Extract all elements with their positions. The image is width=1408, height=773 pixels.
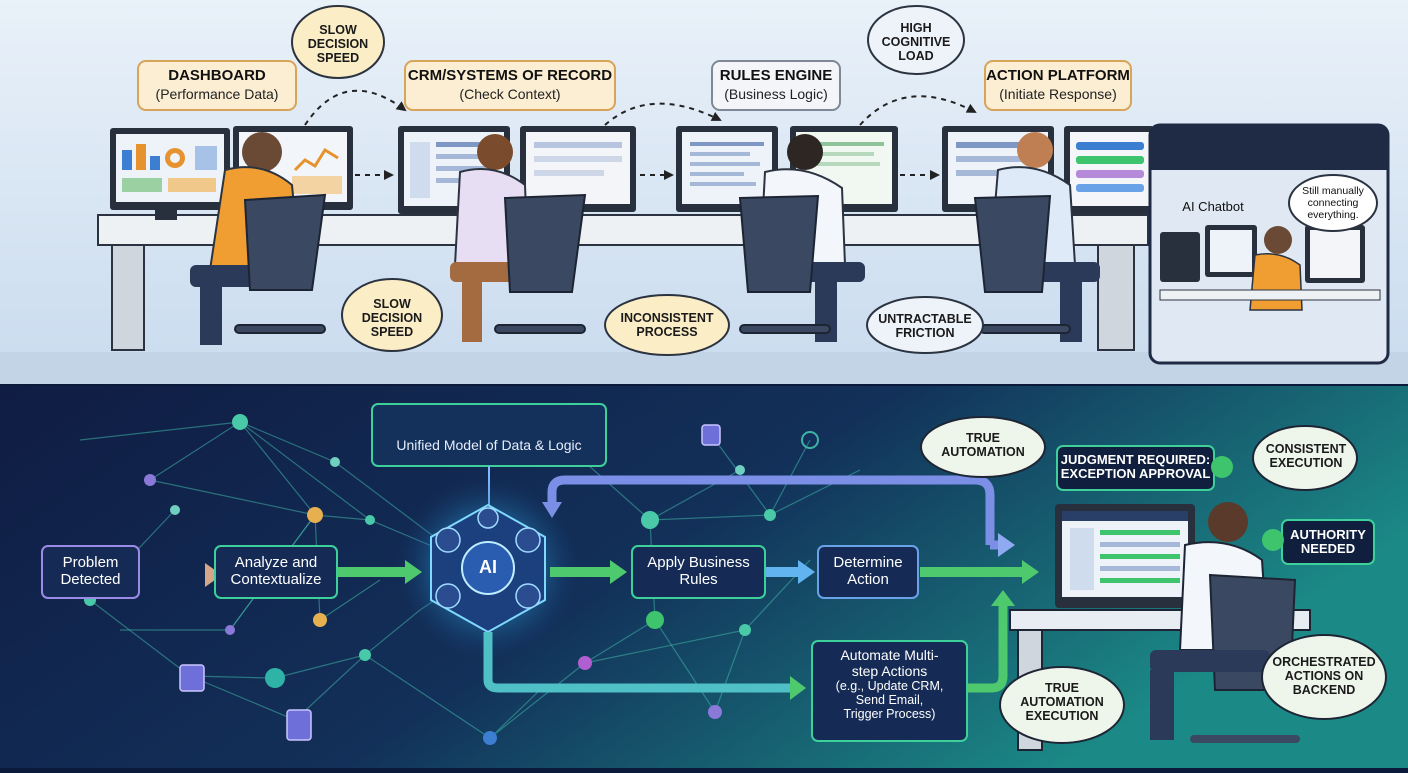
ai-core-label: AI — [462, 557, 514, 577]
desk-leg-right — [1098, 245, 1134, 350]
node-line: Determine — [818, 554, 918, 571]
node-line: Contextualize — [215, 571, 337, 588]
thought-bubble: Still manually connecting everything. — [1292, 186, 1374, 221]
node-line: Send Email, — [812, 693, 967, 707]
bubble-true-automation-execution: TRUE AUTOMATION EXECUTION — [1006, 682, 1118, 723]
node-automate-multistep: Automate Multi- step Actions (e.g., Upda… — [812, 648, 967, 721]
bubble-line: INCONSISTENT — [607, 312, 727, 326]
bubble-orchestrated-actions: ORCHESTRATED ACTIONS ON BACKEND — [1268, 656, 1380, 697]
node-line: Trigger Process) — [812, 707, 967, 721]
station-2-subtitle: (Check Context) — [405, 87, 615, 103]
bubble-line: HIGH — [872, 22, 960, 36]
bubble-line: TRUE — [1006, 682, 1118, 696]
bubble-line: SLOW — [300, 24, 376, 38]
bubble-line: ACTIONS ON — [1268, 670, 1380, 684]
bubble-line: AUTOMATION — [930, 446, 1036, 460]
node-line: Detected — [42, 571, 139, 588]
station-2-title: CRM/SYSTEMS OF RECORD — [405, 68, 615, 85]
unified-model-label: Unified Model of Data & Logic — [372, 438, 606, 454]
node-line: step Actions — [812, 664, 967, 680]
bubble-true-automation: TRUE AUTOMATION — [930, 432, 1036, 460]
bubble-high-cognitive-load: HIGH COGNITIVE LOAD — [872, 22, 960, 63]
node-apply-business-rules: Apply Business Rules — [632, 554, 765, 589]
node-line: Analyze and — [215, 554, 337, 571]
station-4-subtitle: (Initiate Response) — [985, 87, 1131, 103]
bubble-line: AUTOMATION — [1006, 696, 1118, 710]
bubble-line: ORCHESTRATED — [1268, 656, 1380, 670]
bubble-line: JUDGMENT REQUIRED: — [1059, 453, 1212, 467]
bubble-untractable-friction: UNTRACTABLE FRICTION — [868, 313, 982, 341]
bubble-slow-decision-top: SLOW DECISION SPEED — [300, 24, 376, 65]
unified-model-box — [372, 404, 606, 466]
bubble-line: SLOW — [350, 298, 434, 312]
bubble-line: EXCEPTION APPROVAL — [1059, 467, 1212, 481]
chatbot-inset — [1150, 125, 1388, 363]
node-line: Action — [818, 571, 918, 588]
bubble-slow-decision-bottom: SLOW DECISION SPEED — [350, 298, 434, 339]
bubble-judgment-required: JUDGMENT REQUIRED: EXCEPTION APPROVAL — [1059, 453, 1212, 482]
bubble-line: DECISION — [350, 312, 434, 326]
desk-leg-left — [112, 245, 144, 350]
station-4-title: ACTION PLATFORM — [985, 68, 1131, 85]
node-line: Apply Business — [632, 554, 765, 571]
bubble-inconsistent-process: INCONSISTENT PROCESS — [607, 312, 727, 340]
node-problem-detected: Problem Detected — [42, 554, 139, 589]
node-line: (e.g., Update CRM, — [812, 679, 967, 693]
bubble-line: COGNITIVE — [872, 36, 960, 50]
bubble-line: CONSISTENT — [1258, 443, 1354, 457]
bubble-line: SPEED — [300, 52, 376, 66]
bubble-line: LOAD — [872, 50, 960, 64]
node-determine-action: Determine Action — [818, 554, 918, 589]
node-line: Automate Multi- — [812, 648, 967, 664]
bubble-line: BACKEND — [1268, 684, 1380, 698]
bubble-line: EXECUTION — [1258, 457, 1354, 471]
bubble-line: FRICTION — [868, 327, 982, 341]
bubble-line: SPEED — [350, 326, 434, 340]
bubble-consistent-execution: CONSISTENT EXECUTION — [1258, 443, 1354, 471]
station-1-subtitle: (Performance Data) — [138, 87, 296, 103]
node-line: Rules — [632, 571, 765, 588]
station-1-title: DASHBOARD — [138, 68, 296, 85]
thought-line: Still manually — [1292, 186, 1374, 198]
bubble-line: NEEDED — [1284, 542, 1372, 556]
node-line: Problem — [42, 554, 139, 571]
bubble-line: EXECUTION — [1006, 710, 1118, 724]
station-3-subtitle: (Business Logic) — [712, 87, 840, 103]
node-analyze-contextualize: Analyze and Contextualize — [215, 554, 337, 589]
ai-chatbot-label: AI Chatbot — [1168, 200, 1258, 215]
bubble-line: DECISION — [300, 38, 376, 52]
bubble-line: UNTRACTABLE — [868, 313, 982, 327]
bubble-line: TRUE — [930, 432, 1036, 446]
bubble-line: PROCESS — [607, 326, 727, 340]
thought-line: everything. — [1292, 210, 1374, 222]
station-3-title: RULES ENGINE — [712, 68, 840, 85]
bubble-authority-needed: AUTHORITY NEEDED — [1284, 528, 1372, 557]
thought-line: connecting — [1292, 198, 1374, 210]
bubble-line: AUTHORITY — [1284, 528, 1372, 542]
